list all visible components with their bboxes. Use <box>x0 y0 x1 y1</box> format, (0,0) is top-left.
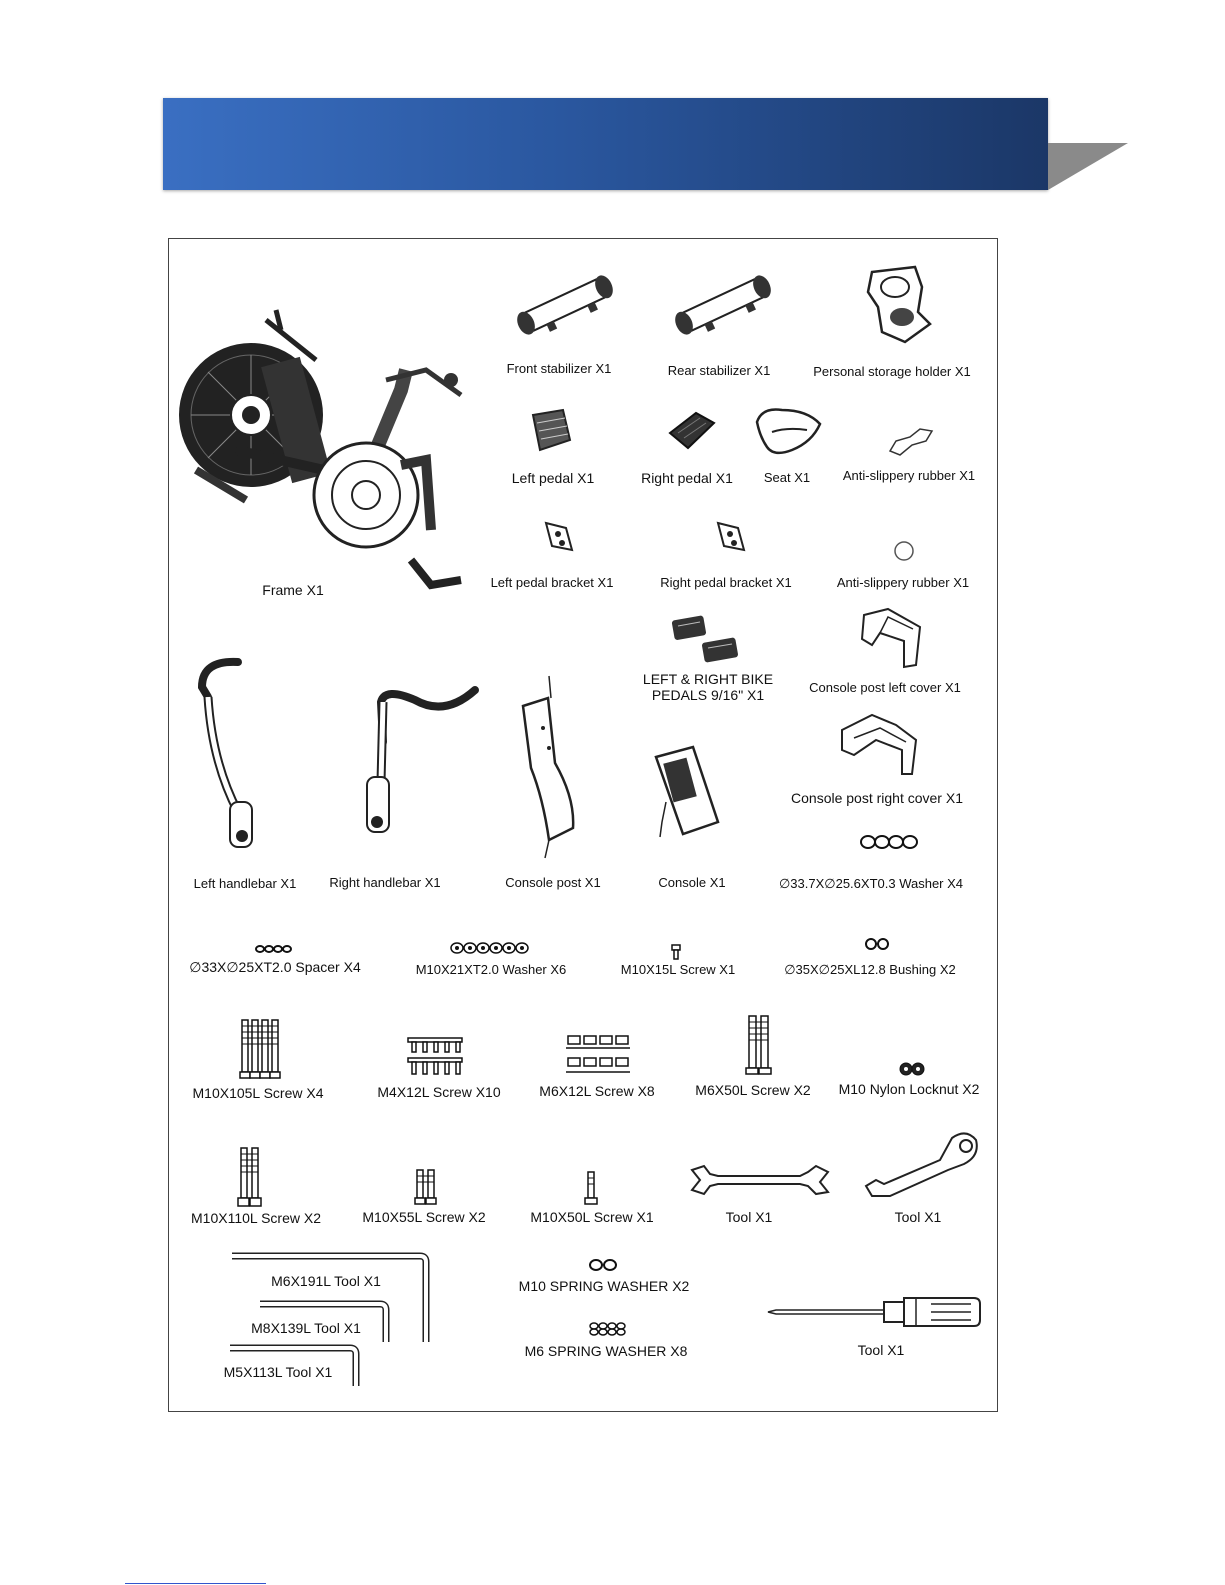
screw-m4x12-illustration <box>407 1036 463 1078</box>
washer-m10-illustration <box>450 941 532 955</box>
page-corner-tab <box>1048 143 1128 190</box>
label-screw-m4x12: M4X12L Screw X10 <box>377 1084 501 1100</box>
label-seat: Seat X1 <box>763 470 811 485</box>
label-anti-slippery-rubber-2: Anti-slippery rubber X1 <box>836 575 970 590</box>
label-right-handlebar: Right handlebar X1 <box>329 875 441 890</box>
label-right-pedal-bracket: Right pedal bracket X1 <box>660 575 792 590</box>
nylon-locknut-illustration <box>899 1062 925 1076</box>
label-left-pedal-bracket: Left pedal bracket X1 <box>490 575 614 590</box>
personal-storage-holder-illustration <box>860 262 935 347</box>
label-spring-washer-m10: M10 SPRING WASHER X2 <box>518 1278 690 1294</box>
label-bike-pedals: LEFT & RIGHT BIKE PEDALS 9/16" X1 <box>642 671 774 703</box>
label-washer-33: ∅33.7X∅25.6XT0.3 Washer X4 <box>778 876 964 891</box>
rear-stabilizer-illustration <box>668 265 778 345</box>
spring-washer-m6-illustration <box>589 1322 627 1336</box>
label-screw-m10x55: M10X55L Screw X2 <box>362 1209 486 1225</box>
label-washer-m10: M10X21XT2.0 Washer X6 <box>415 962 567 977</box>
screw-m6x50-illustration <box>745 1014 772 1076</box>
label-tool-m5x113: M5X113L Tool X1 <box>223 1364 333 1380</box>
right-pedal-bracket-illustration <box>710 518 750 556</box>
label-personal-storage-holder: Personal storage holder X1 <box>813 364 971 379</box>
tool-wrench-illustration <box>688 1162 830 1198</box>
console-illustration <box>648 742 730 842</box>
label-spring-washer-m6: M6 SPRING WASHER X8 <box>524 1343 688 1359</box>
right-pedal-illustration <box>666 408 718 454</box>
label-right-pedal: Right pedal X1 <box>641 470 733 486</box>
footer-rule <box>125 1583 266 1584</box>
label-screw-m6x50: M6X50L Screw X2 <box>695 1082 811 1098</box>
left-pedal-bracket-illustration <box>538 518 578 556</box>
spacer-illustration <box>255 943 293 955</box>
anti-slippery-rubber-2-illustration <box>892 539 916 563</box>
spring-washer-m10-illustration <box>589 1258 617 1272</box>
label-tool-screwdriver: Tool X1 <box>857 1342 905 1358</box>
label-screw-m6x12: M6X12L Screw X8 <box>539 1083 655 1099</box>
header-banner <box>163 98 1048 190</box>
screw-m10x15-illustration <box>670 944 682 960</box>
frame-illustration <box>176 300 476 600</box>
screw-m10x55-illustration <box>414 1168 438 1206</box>
label-left-handlebar: Left handlebar X1 <box>193 876 297 891</box>
bike-pedals-illustration <box>668 610 743 668</box>
label-rear-stabilizer: Rear stabilizer X1 <box>667 363 771 378</box>
label-console: Console X1 <box>658 875 726 890</box>
screw-m10x105-illustration <box>239 1018 281 1080</box>
label-frame: Frame X1 <box>262 582 324 598</box>
washer-33-illustration <box>860 833 918 851</box>
front-stabilizer-illustration <box>510 265 620 345</box>
label-tool-m8x139: M8X139L Tool X1 <box>251 1320 361 1336</box>
label-front-stabilizer: Front stabilizer X1 <box>506 361 612 376</box>
screw-m10x110-illustration <box>237 1146 262 1208</box>
console-post-right-cover-illustration <box>836 710 921 778</box>
label-tool-m6x191: M6X191L Tool X1 <box>271 1273 381 1289</box>
anti-slippery-rubber-1-illustration <box>886 423 936 458</box>
label-screw-m10x15: M10X15L Screw X1 <box>620 962 736 977</box>
right-handlebar-illustration <box>355 682 490 847</box>
tool-pedal-wrench-illustration <box>862 1130 980 1202</box>
left-handlebar-illustration <box>190 652 270 857</box>
tool-screwdriver-illustration <box>766 1294 982 1330</box>
label-nylon-locknut: M10 Nylon Locknut X2 <box>838 1081 980 1097</box>
seat-illustration <box>752 402 824 462</box>
screw-m10x50-illustration <box>584 1170 598 1206</box>
label-bushing: ∅35X∅25XL12.8 Bushing X2 <box>784 962 956 977</box>
label-screw-m10x50: M10X50L Screw X1 <box>530 1209 654 1225</box>
console-post-left-cover-illustration <box>858 605 928 670</box>
screw-m6x12-illustration <box>566 1034 630 1078</box>
label-console-post-right-cover: Console post right cover X1 <box>791 790 963 806</box>
label-console-post: Console post X1 <box>505 875 601 890</box>
label-spacer: ∅33X∅25XT2.0 Spacer X4 <box>189 959 361 975</box>
bushing-illustration <box>865 937 889 951</box>
label-tool-pedal-wrench: Tool X1 <box>894 1209 942 1225</box>
label-screw-m10x105: M10X105L Screw X4 <box>192 1085 324 1101</box>
label-console-post-left-cover: Console post left cover X1 <box>809 680 961 695</box>
console-post-illustration <box>513 668 588 866</box>
left-pedal-illustration <box>525 405 575 455</box>
label-screw-m10x110: M10X110L Screw X2 <box>191 1210 321 1226</box>
label-anti-slippery-rubber-1: Anti-slippery rubber X1 <box>842 468 976 483</box>
label-tool-wrench: Tool X1 <box>725 1209 773 1225</box>
hex-keys-illustration <box>228 1252 440 1392</box>
label-left-pedal: Left pedal X1 <box>511 470 595 486</box>
